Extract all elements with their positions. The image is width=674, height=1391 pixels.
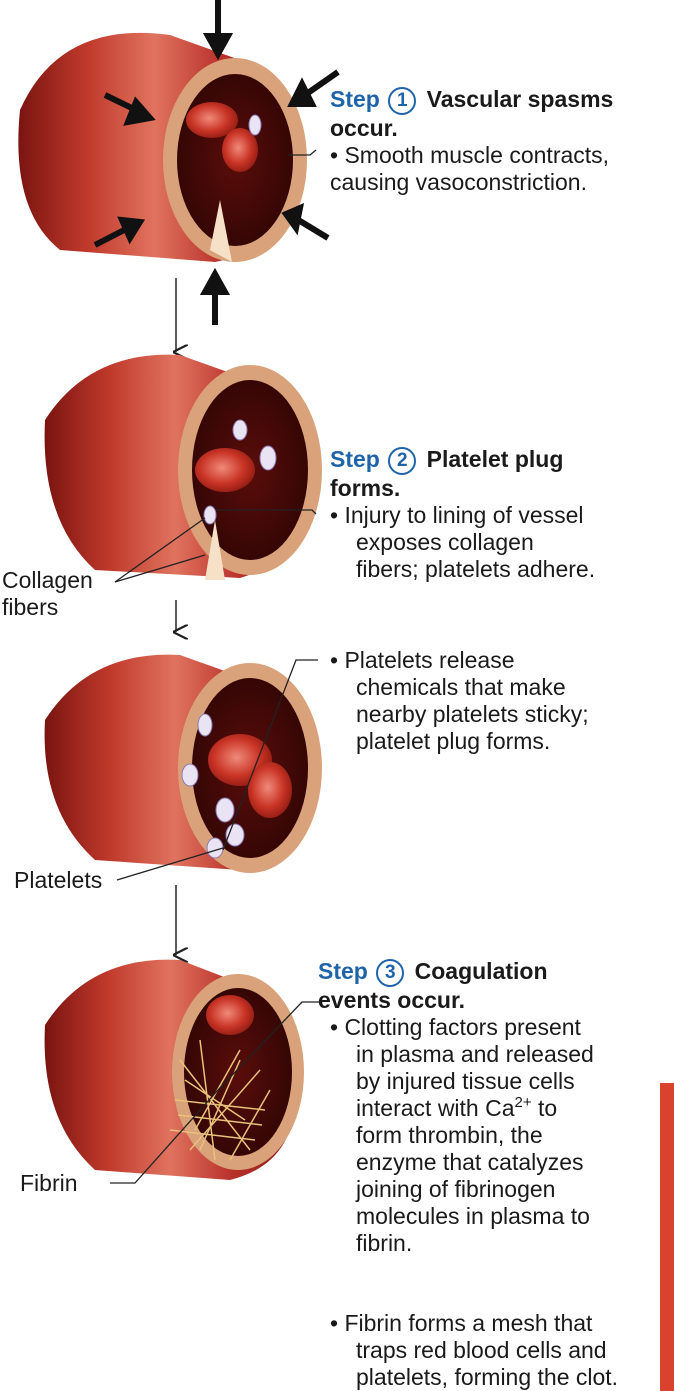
- step1-word: Step: [330, 86, 380, 112]
- step2-title-b: forms.: [330, 475, 660, 502]
- step1-title-b: occur.: [330, 115, 660, 142]
- step3-bullet1-line2: in plasma and released: [318, 1041, 658, 1068]
- step3-block: Step 3 Coagulation events occur. • Clott…: [318, 958, 658, 1257]
- step1-block: Step 1 Vascular spasms occur. • Smooth m…: [330, 86, 660, 196]
- step3-bullet2-line2: traps red blood cells and: [330, 1337, 670, 1364]
- step1-heading: Step 1 Vascular spasms: [330, 86, 660, 115]
- step3-bullet1-line1: • Clotting factors present: [318, 1014, 658, 1041]
- step3-title-b: events occur.: [318, 987, 658, 1014]
- label-fibrin: Fibrin: [20, 1170, 78, 1197]
- calcium-charge: 2+: [515, 1094, 532, 1111]
- step3-bullet1-line9: fibrin.: [318, 1230, 658, 1257]
- label-collagen-line2: fibers: [2, 594, 93, 621]
- step3-bullet2-line1: • Fibrin forms a mesh that: [330, 1310, 670, 1337]
- step1-number-badge: 1: [388, 87, 416, 115]
- step2-block: Step 2 Platelet plug forms. • Injury to …: [330, 446, 660, 583]
- step2-bullet2-line3: nearby platelets sticky;: [330, 701, 660, 728]
- step2-bullet1-line2: exposes collagen: [330, 529, 660, 556]
- step3-bullet2-line3: platelets, forming the clot.: [330, 1364, 670, 1391]
- label-collagen-line1: Collagen: [2, 567, 93, 594]
- vessel-clot: [45, 960, 304, 1180]
- step2-title-a: Platelet plug: [427, 446, 564, 472]
- step3-bullet1-line4: interact with Ca2+ to: [318, 1095, 658, 1122]
- step2-bullet1-line3: fibers; platelets adhere.: [330, 556, 660, 583]
- step1-title-a: Vascular spasms: [427, 86, 614, 112]
- step3-bullet1-line4b: to: [532, 1095, 558, 1121]
- side-color-tab: [660, 1083, 674, 1391]
- step3-heading: Step 3 Coagulation: [318, 958, 658, 987]
- vessel-plug: [45, 655, 322, 873]
- step3-bullet1-line5: form thrombin, the: [318, 1122, 658, 1149]
- step3-bullet1-line8: molecules in plasma to: [318, 1203, 658, 1230]
- step3-bullet1-line4a: interact with Ca: [356, 1095, 515, 1121]
- step3-bullet1-line3: by injured tissue cells: [318, 1068, 658, 1095]
- step2-number-badge: 2: [388, 447, 416, 475]
- step2-bullet2: • Platelets release chemicals that make …: [330, 647, 660, 755]
- step3-number-badge: 3: [376, 959, 404, 987]
- step3-bullet2: • Fibrin forms a mesh that traps red blo…: [330, 1310, 670, 1391]
- step2-bullet2-line2: chemicals that make: [330, 674, 660, 701]
- step1-bullet-line1: • Smooth muscle contracts,: [330, 142, 660, 169]
- step2-heading: Step 2 Platelet plug: [330, 446, 660, 475]
- label-collagen-fibers: Collagen fibers: [2, 567, 93, 621]
- step3-title-a: Coagulation: [415, 958, 548, 984]
- label-platelets: Platelets: [14, 867, 102, 894]
- step2-word: Step: [330, 446, 380, 472]
- vessel-spasm: [18, 33, 307, 262]
- step2-bullet2-line1: • Platelets release: [330, 647, 660, 674]
- step3-word: Step: [318, 958, 368, 984]
- step3-bullet1-line6: enzyme that catalyzes: [318, 1149, 658, 1176]
- step1-bullet-line2: causing vasoconstriction.: [330, 169, 660, 196]
- vessel-adhesion: [45, 355, 322, 580]
- step2-bullet1-line1: • Injury to lining of vessel: [330, 502, 660, 529]
- step3-bullet1-line7: joining of fibrinogen: [318, 1176, 658, 1203]
- step2-bullet2-line4: platelet plug forms.: [330, 728, 660, 755]
